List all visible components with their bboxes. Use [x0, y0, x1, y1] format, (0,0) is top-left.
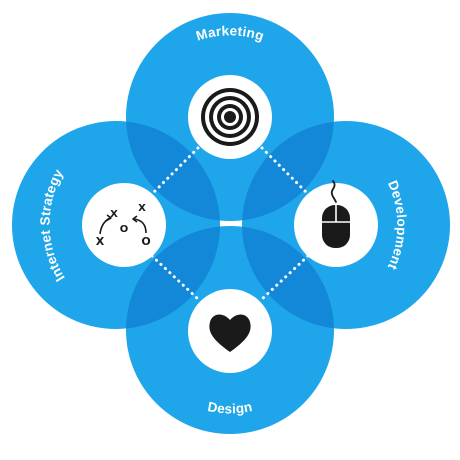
dotted-connectors [150, 146, 310, 301]
overlap-bottom-right [242, 226, 334, 329]
node-internet-strategy [82, 183, 166, 267]
play-o-bottom: O [141, 235, 150, 248]
play-x-bottom: X [96, 235, 105, 248]
heart-icon [209, 314, 251, 352]
connector-top-left [150, 146, 200, 196]
play-x-top-right: X [138, 203, 146, 214]
label-marketing: Marketing [194, 23, 266, 44]
connector-bottom-left [150, 254, 200, 301]
target-icon [201, 88, 259, 146]
overlap-top-right [242, 121, 334, 221]
overlap-bottom-left [126, 226, 220, 329]
play-x-top-left: X [110, 209, 118, 220]
mouse-icon [322, 180, 350, 248]
play-o-middle: O [120, 224, 129, 235]
overlap-top-left [126, 121, 220, 221]
connector-top-right [260, 146, 310, 196]
connector-bottom-right [260, 254, 310, 301]
label-design: Design [206, 399, 253, 416]
strategy-play-icon: X X O X O [96, 203, 151, 248]
